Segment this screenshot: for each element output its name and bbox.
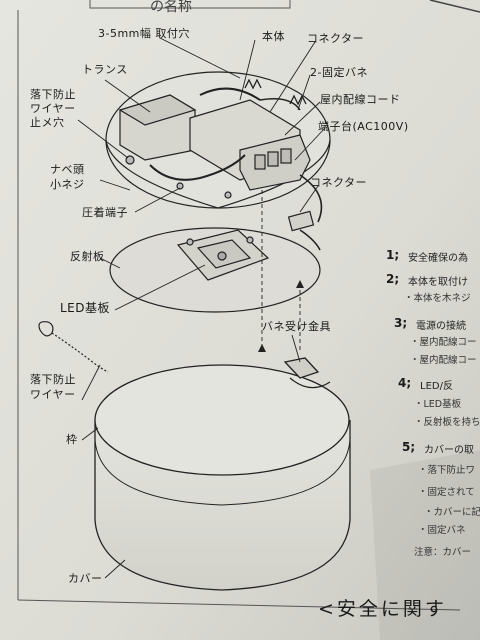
label-fixing-spring: 2-固定バネ: [310, 66, 368, 79]
label-pan-screw-2: 小ネジ: [50, 178, 85, 191]
step-3-note-b: ・屋内配線コー: [410, 355, 477, 366]
step-5-note-a: ・落下防止ワ: [418, 465, 476, 476]
label-connector-side: コネクター: [310, 176, 368, 189]
fixture-body: [105, 71, 331, 209]
label-wire-hole-3: 止メ穴: [30, 116, 65, 129]
step-1-num: 1;: [386, 248, 400, 262]
step-4-text: LED/反: [420, 381, 453, 392]
step-2-text: 本体を取付け: [408, 277, 468, 288]
label-mounting-slot: 3-5mm幅 取付穴: [98, 27, 190, 40]
step-4-num: 4;: [398, 376, 412, 390]
reflector-plate: [109, 227, 321, 313]
fall-prevention-wire: [38, 321, 109, 373]
label-fall-wire-2: ワイヤー: [30, 388, 76, 401]
label-transformer: トランス: [82, 63, 128, 76]
step-4-note-b: ・反射板を持ち: [414, 417, 480, 428]
caution-note: 注意：カバー: [414, 547, 472, 558]
page-header-fragment: の名称: [150, 0, 192, 15]
step-4-note-a: ・LED基板: [414, 399, 462, 410]
step-5-note-d: ・固定バネ: [418, 525, 466, 536]
label-wire-hole-2: ワイヤー: [30, 102, 76, 115]
label-pan-screw-1: ナベ頭: [50, 163, 85, 176]
step-5-note-c: ・カバーに記: [424, 507, 480, 518]
label-frame: 枠: [66, 433, 78, 446]
label-terminal-block: 端子台(AC100V): [318, 120, 409, 133]
label-spring-bracket: バネ受け金具: [262, 320, 331, 333]
label-fall-wire-1: 落下防止: [30, 373, 76, 386]
step-2-note-a: ・本体を木ネジ: [404, 293, 471, 304]
step-1-text: 安全確保の為: [408, 253, 468, 264]
label-crimp-terminal: 圧着端子: [82, 206, 128, 219]
step-5-note-b: ・固定されて: [418, 487, 475, 498]
label-connector-top: コネクター: [307, 32, 365, 45]
label-indoor-cord: 屋内配線コード: [320, 93, 401, 106]
label-cover: カバー: [68, 572, 103, 585]
leader-lines: [77, 37, 326, 579]
fixture-cover: [94, 357, 351, 591]
label-led-board: LED基板: [60, 301, 111, 315]
side-connector: [287, 174, 323, 251]
step-2-num: 2;: [386, 272, 400, 286]
label-body: 本体: [262, 30, 285, 43]
step-3-text: 電源の接続: [416, 321, 466, 332]
step-3-note-a: ・屋内配線コー: [410, 337, 477, 348]
step-3-num: 3;: [394, 316, 408, 330]
step-5-num: 5;: [402, 440, 416, 454]
safety-section-title: <安全に関す: [318, 598, 447, 620]
label-wire-hole-1: 落下防止: [30, 88, 76, 101]
step-5-text: カバーの取: [424, 445, 474, 456]
label-reflector: 反射板: [70, 250, 105, 263]
